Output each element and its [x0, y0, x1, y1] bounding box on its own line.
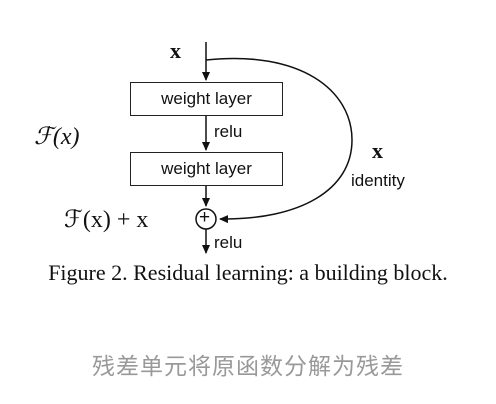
figure-caption: Figure 2. Residual learning: a building … — [48, 260, 448, 285]
chinese-subtitle: 残差单元将原函数分解为残差 — [92, 354, 404, 380]
identity-shortcut-path — [205, 57, 353, 224]
relu-2-label: relu — [214, 233, 243, 252]
shortcut-x-label: x — [372, 138, 383, 163]
relu-1-label: relu — [214, 122, 243, 141]
weight-layer-2-label: weight layer — [161, 159, 252, 178]
weight-layer-2: weight layer — [130, 152, 283, 186]
function-label: ℱ(x) — [34, 124, 80, 150]
weight-layer-1-label: weight layer — [161, 89, 252, 108]
residual-block-diagram: x weight layer relu ℱ(x) weight layer x … — [34, 38, 405, 254]
diagram-connectors — [195, 42, 353, 254]
input-x-label: x — [170, 38, 181, 63]
identity-label: identity — [351, 171, 405, 190]
plus-symbol: + — [199, 207, 211, 228]
weight-layer-1: weight layer — [130, 82, 283, 116]
sum-label: ℱ(x) + x — [64, 207, 149, 233]
